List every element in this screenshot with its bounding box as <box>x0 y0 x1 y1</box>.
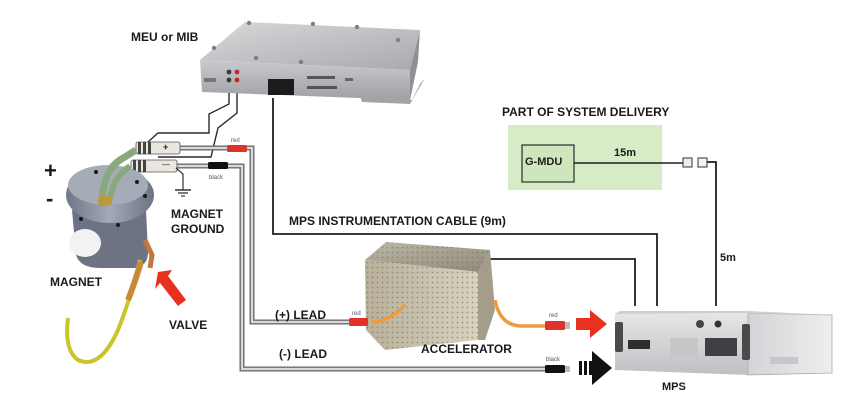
red-tag-plus-lead: red <box>352 311 361 317</box>
gmdu-connector-left <box>682 157 693 168</box>
mps-label: MPS <box>662 381 686 393</box>
gmdu-connector-right <box>697 157 708 168</box>
meu-instrumentation-port <box>268 79 294 95</box>
red-arrow-icon <box>576 310 607 338</box>
plus-terminal-mark: + <box>163 142 169 152</box>
accelerator-output-cable <box>493 299 545 328</box>
system-delivery-group <box>508 125 708 190</box>
system-delivery-title: PART OF SYSTEM DELIVERY <box>502 105 670 119</box>
plus-lead-label: (+) LEAD <box>275 308 326 322</box>
accelerator-device[interactable] <box>365 242 495 350</box>
accelerator-input-cable <box>371 303 407 324</box>
magnet-device[interactable] <box>65 147 155 364</box>
magnet-ground-label-line1: MAGNET <box>171 207 223 221</box>
minus-terminal-mark: — <box>162 160 170 169</box>
valve-arrow-icon <box>155 270 186 306</box>
black-tag-minus-lead: black <box>546 357 561 363</box>
cable-5m-label: 5m <box>720 252 736 264</box>
minus-polarity-icon: - <box>46 186 54 211</box>
black-tag-magnet: black <box>209 175 224 181</box>
gmdu-box[interactable] <box>521 144 575 183</box>
red-tag-output: red <box>549 313 558 319</box>
mps-device[interactable] <box>615 311 833 376</box>
gmdu-label[interactable]: G-MDU <box>525 156 563 168</box>
accelerator-signal-cable <box>487 258 636 306</box>
black-sleeve-magnet <box>208 162 228 169</box>
red-sleeve-magnet <box>227 145 247 152</box>
minus-terminal-connector <box>130 159 178 173</box>
meu-signal-wire-2 <box>158 92 238 158</box>
red-sleeve-output <box>545 321 565 330</box>
cable-15m-label: 15m <box>614 147 637 159</box>
instrumentation-cable-label: MPS INSTRUMENTATION CABLE (9m) <box>289 214 506 228</box>
plus-terminal-connector <box>135 141 181 155</box>
minus-lead-cable <box>162 163 545 372</box>
black-sleeve-minus-lead <box>545 365 565 373</box>
cable-5m <box>707 161 717 306</box>
valve-label: VALVE <box>169 318 208 332</box>
magnet-ground-label-line2: GROUND <box>171 222 225 236</box>
meu-device[interactable] <box>200 20 425 104</box>
mps-instrumentation-cable <box>272 98 658 306</box>
meu-signal-wire-1 <box>147 92 230 143</box>
red-tag-magnet: red <box>231 138 240 144</box>
meu-label: MEU or MIB <box>131 30 199 44</box>
ground-wire <box>175 167 184 190</box>
accelerator-label: ACCELERATOR <box>421 342 512 356</box>
black-arrow-icon <box>579 351 612 385</box>
ground-symbol-icon <box>175 189 191 197</box>
minus-lead-label: (-) LEAD <box>279 347 327 361</box>
plus-lead-cable <box>162 145 365 325</box>
plus-polarity-icon: + <box>44 158 57 183</box>
red-sleeve-plus-lead <box>349 318 368 326</box>
magnet-label: MAGNET <box>50 275 102 289</box>
